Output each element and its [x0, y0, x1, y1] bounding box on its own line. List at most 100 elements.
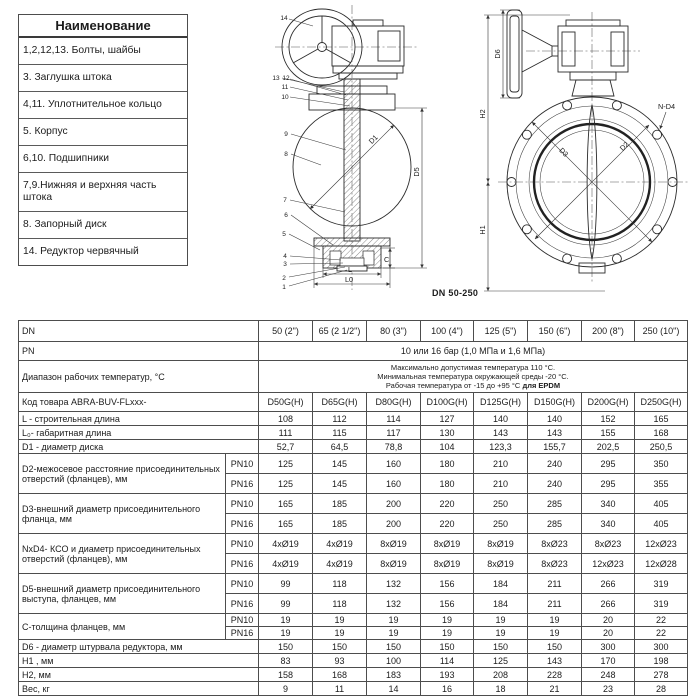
spec-cell: 156: [420, 593, 474, 614]
spec-cell: 150: [366, 639, 421, 654]
pn-variant-label: PN16: [225, 626, 259, 640]
spec-cell: 99: [258, 573, 313, 594]
spec-cell: 130: [420, 425, 474, 440]
spec-cell: 200 (8"): [581, 320, 635, 342]
spec-cell: 19: [366, 613, 421, 627]
spec-cell: D50G(H): [258, 392, 313, 412]
spec-cell: 319: [634, 593, 688, 614]
spec-cell: 64,5: [312, 439, 367, 454]
spec-cell: 4хØ19: [258, 533, 313, 554]
parts-row: 6,10. Подшипники: [19, 146, 187, 173]
spec-cell: 22: [634, 626, 688, 640]
spec-cell: 12хØ23: [634, 533, 688, 554]
spec-cell: 145: [312, 453, 367, 474]
spec-cell: 300: [581, 639, 635, 654]
spec-cell: 248: [581, 667, 635, 682]
spec-cell: 211: [527, 593, 582, 614]
spec-cell: 150: [473, 639, 528, 654]
parts-row: 8. Запорный диск: [19, 212, 187, 239]
spec-row: Код товара ABRA-BUV-FLxxx-D50G(H)D65G(H)…: [18, 392, 688, 412]
callout-7: 7: [283, 197, 287, 204]
spec-cell: 80 (3"): [366, 320, 421, 342]
spec-row-label: PN: [18, 341, 259, 361]
spec-row-label: Вес, кг: [18, 681, 259, 696]
spec-row-label: NxD4- КСО и диаметр присоединительных от…: [18, 533, 226, 574]
dim-d5-label: D5: [412, 167, 421, 176]
spec-cell: 300: [634, 639, 688, 654]
spec-cell: D80G(H): [366, 392, 421, 412]
temperature-note: Максимально допустимая температура 110 °…: [258, 360, 688, 393]
parts-row: 5. Корпус: [19, 119, 187, 146]
spec-cell: 150: [258, 639, 313, 654]
gearbox-front: [557, 19, 629, 97]
callout-2: 2: [282, 275, 286, 282]
pn-variant-label: PN10: [225, 493, 259, 514]
temperature-line-text: Рабочая температура от -15 до +95 °С: [385, 381, 523, 390]
dim-d1-label: D1: [367, 133, 380, 146]
spec-cell: 19: [420, 626, 474, 640]
spec-cell: 93: [312, 653, 367, 668]
spec-cell: 83: [258, 653, 313, 668]
spec-cell: 14: [366, 681, 421, 696]
pn-variant-label: PN10: [225, 573, 259, 594]
spec-cell: 156: [420, 573, 474, 594]
spec-cell: 114: [420, 653, 474, 668]
spec-cell: 99: [258, 593, 313, 614]
dim-l0-label: L0: [345, 275, 353, 284]
callout-13: 13: [272, 75, 280, 82]
pn-variant-label: PN16: [225, 593, 259, 614]
callout-10: 10: [281, 94, 289, 101]
spec-row-label: Код товара ABRA-BUV-FLxxx-: [18, 392, 259, 412]
callout-9: 9: [284, 131, 288, 138]
drawing-caption: DN 50-250: [432, 288, 479, 298]
spec-row-label: С-толщина фланцев, мм: [18, 613, 226, 640]
dim-h1-label: H1: [478, 225, 487, 234]
spec-cell: 19: [527, 613, 582, 627]
spec-cell: 250: [473, 493, 528, 514]
spec-row-label: D5-внешний диаметр присоединительного вы…: [18, 573, 226, 614]
spec-row-label: DN: [18, 320, 259, 342]
spec-cell: 152: [581, 411, 635, 426]
dim-h: H2 H1: [478, 14, 605, 292]
spec-cell: 266: [581, 593, 635, 614]
spec-cell: 50 (2"): [258, 320, 313, 342]
spec-cell: 150: [420, 639, 474, 654]
callout-12: 12: [282, 75, 290, 82]
section-view-drawing: D1 D5 C L L0: [272, 5, 427, 291]
spec-cell: 19: [420, 613, 474, 627]
spec-cell: 78,8: [366, 439, 421, 454]
spec-cell: 28: [634, 681, 688, 696]
dim-c: C: [381, 247, 395, 269]
front-view-drawing: H2 H1 D6: [478, 9, 690, 292]
spec-cell: 9: [258, 681, 313, 696]
spec-cell: 193: [420, 667, 474, 682]
spec-cell: 4хØ19: [258, 553, 313, 574]
spec-cell: 125: [258, 473, 313, 494]
temperature-line: Максимально допустимая температура 110 °…: [390, 363, 556, 372]
spec-cell: 350: [634, 453, 688, 474]
spec-cell: 132: [366, 573, 421, 594]
spec-cell: 20: [581, 613, 635, 627]
spec-cell: 295: [581, 473, 635, 494]
spec-cell: 285: [527, 513, 582, 534]
callout-numbers: 14 13 12 11 10 9 8 7 6 5 4 3 2 1: [272, 15, 290, 291]
spec-cell: 8хØ23: [581, 533, 635, 554]
spec-cell: 52,7: [258, 439, 313, 454]
spec-cell: 11: [312, 681, 367, 696]
dim-h2-label: H2: [478, 109, 487, 118]
spec-cell: 112: [312, 411, 367, 426]
spec-cell: 184: [473, 593, 528, 614]
callout-8: 8: [284, 151, 288, 158]
spec-cell: 278: [634, 667, 688, 682]
spec-cell: 8хØ19: [366, 553, 421, 574]
spec-cell: 180: [420, 473, 474, 494]
dim-l-label: L: [348, 265, 352, 274]
spec-cell: 355: [634, 473, 688, 494]
